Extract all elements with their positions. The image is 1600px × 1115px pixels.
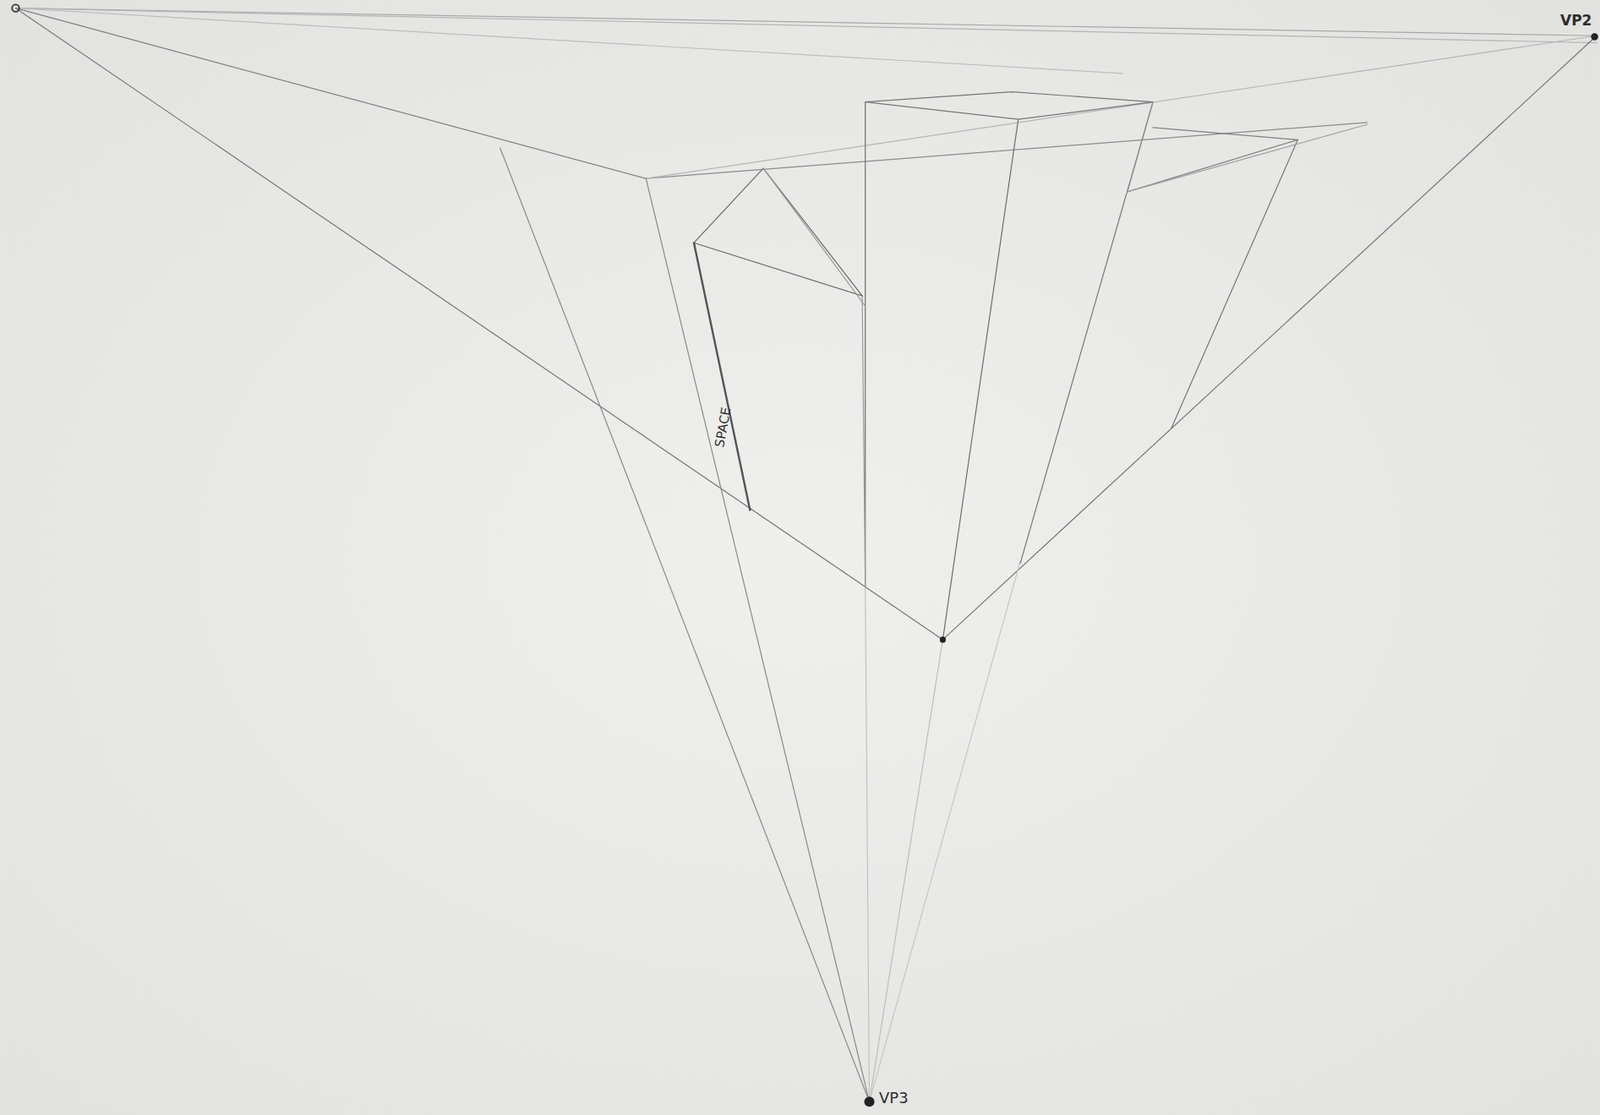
vanishing-point-dots <box>11 4 1599 1107</box>
vanishing-point-label: VP3 <box>879 1090 909 1106</box>
construction-lines <box>15 8 1596 1103</box>
vanishing-point-label: VP2 <box>1560 13 1592 28</box>
